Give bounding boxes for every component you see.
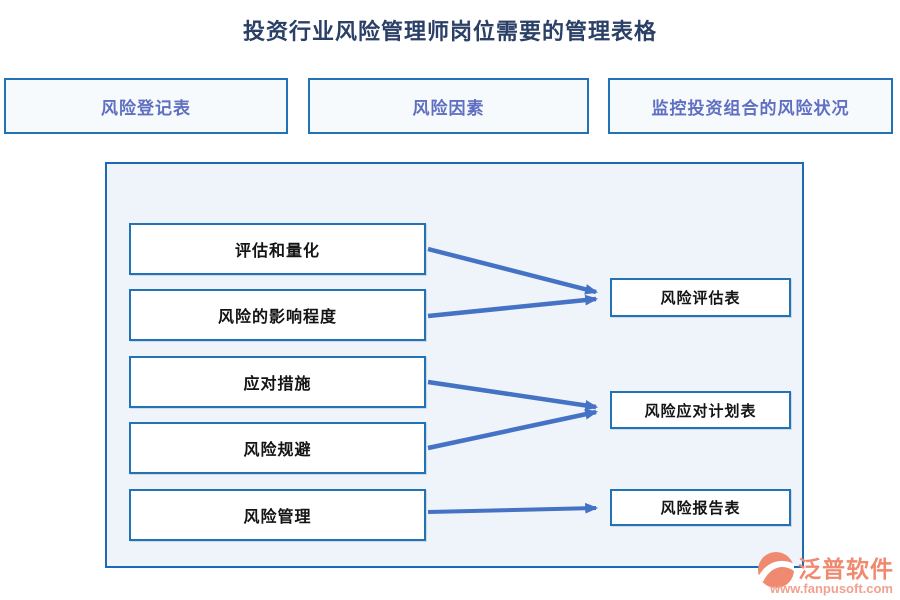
target-box-risk-report-table: 风险报告表 [610,489,791,526]
nav-box-risk-factors[interactable]: 风险因素 [308,78,589,134]
source-box-risk-management: 风险管理 [129,489,426,541]
source-box-response-measures: 应对措施 [129,356,426,408]
target-box-risk-response-plan-table: 风险应对计划表 [610,391,791,429]
source-box-risk-impact: 风险的影响程度 [129,289,426,341]
page-title: 投资行业风险管理师岗位需要的管理表格 [242,19,657,44]
fanpu-logo-icon [758,552,794,588]
nav-box-risk-register[interactable]: 风险登记表 [4,78,288,134]
fanpu-logo-text: 泛普软件 [798,556,894,582]
target-box-risk-assessment-table: 风险评估表 [610,278,791,317]
source-box-assess-quantify: 评估和量化 [129,223,426,275]
fanpu-website-url: www.fanpusoft.com [769,581,893,596]
fanpu-logo: 泛普软件 www.fanpusoft.com [757,550,893,596]
source-box-risk-avoidance: 风险规避 [129,422,426,474]
nav-box-portfolio-risk-monitor[interactable]: 监控投资组合的风险状况 [608,78,893,134]
